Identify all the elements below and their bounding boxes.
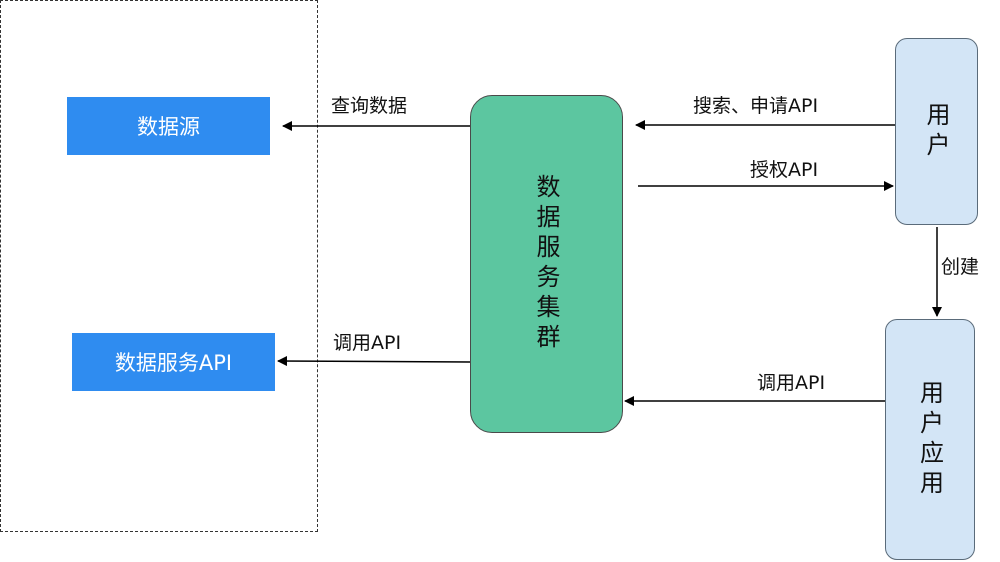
call-api-left-arrow <box>277 356 471 367</box>
create-label: 创建 <box>941 256 980 278</box>
authorize-label: 授权API <box>750 159 819 181</box>
data-source-label: 数据源 <box>137 115 200 139</box>
user-node: 用户 <box>895 38 978 225</box>
data-service-api-label: 数据服务API <box>114 351 233 375</box>
search-apply-label: 搜索、申请API <box>693 95 819 117</box>
user-app-node: 用户应用 <box>885 319 975 560</box>
data-source-node: 数据源 <box>67 97 270 155</box>
query-data-label: 查询数据 <box>331 95 408 117</box>
user-app-label: 用户应用 <box>915 379 944 500</box>
external-region <box>0 0 318 532</box>
cluster-label: 数据服务集群 <box>532 174 560 354</box>
call-api-left-label: 调用API <box>333 332 402 354</box>
data-service-api-node: 数据服务API <box>72 333 275 391</box>
user-label: 用户 <box>922 101 950 162</box>
call-api-right-label: 调用API <box>757 372 826 394</box>
data-service-cluster-node: 数据服务集群 <box>470 95 623 433</box>
